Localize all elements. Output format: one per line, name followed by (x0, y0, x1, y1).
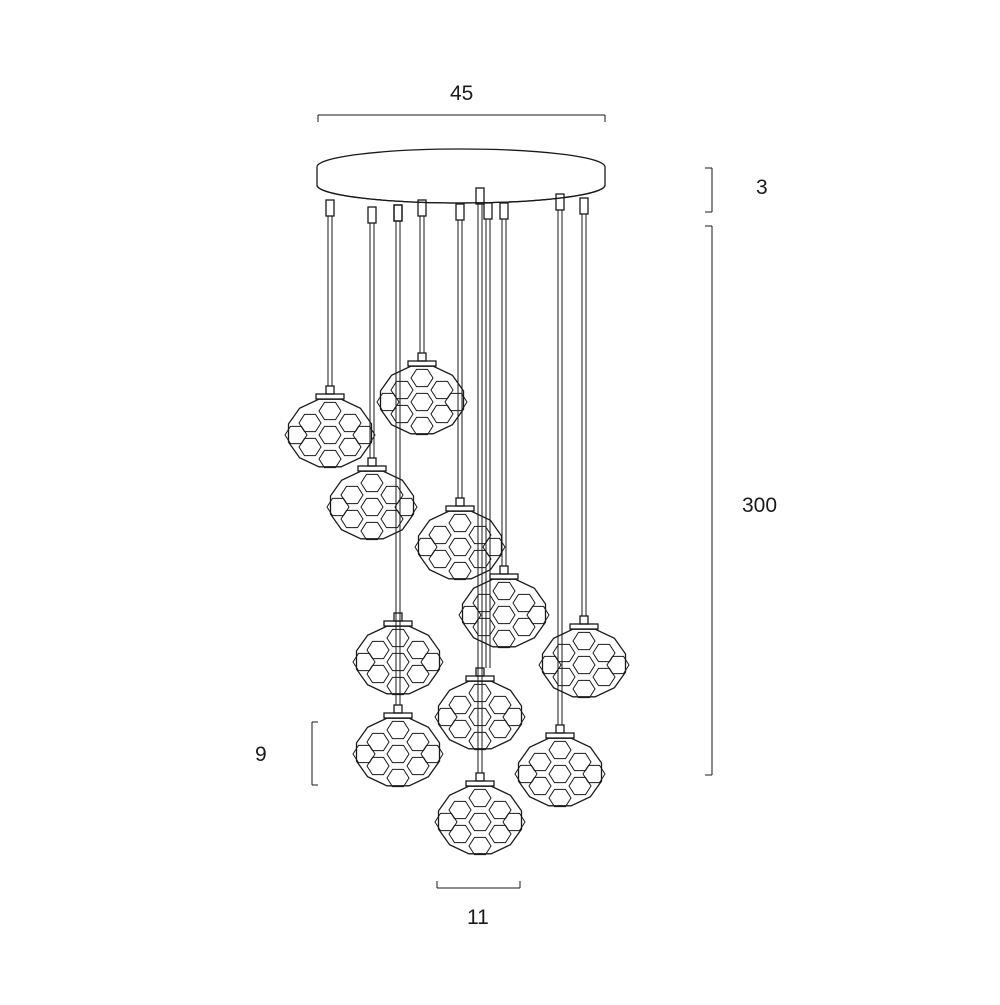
glass-globe-shade (538, 615, 630, 699)
pendant-cord (417, 199, 427, 353)
shade-width-label: 11 (467, 906, 489, 929)
shade-width-bracket (436, 881, 521, 889)
shade-height-label: 9 (255, 743, 267, 766)
glass-globe-shade (352, 612, 444, 696)
glass-globe-shade (434, 667, 526, 751)
pendant-cord (579, 197, 589, 616)
pendant-cord (499, 202, 509, 566)
pendant-cord (393, 204, 403, 705)
drop-length-label: 300 (742, 494, 778, 517)
pendant-group (284, 187, 630, 856)
canopy-height-bracket (705, 167, 713, 213)
glass-globe-shade (434, 772, 526, 856)
width-dimension-bracket (317, 114, 606, 122)
glass-globe-shade (458, 565, 550, 649)
width-label: 45 (450, 82, 474, 105)
glass-globe-shade (352, 704, 444, 788)
pendant-cord (483, 202, 493, 668)
pendant-cord (475, 187, 485, 773)
shade-height-bracket (311, 721, 318, 786)
ceiling-canopy (316, 148, 606, 204)
glass-globe-shade (414, 497, 506, 581)
pendant-cord (325, 199, 335, 386)
glass-globe-shade (376, 352, 468, 436)
pendant-cord (455, 203, 465, 498)
pendant-cord (393, 204, 403, 613)
drop-length-bracket (705, 225, 713, 776)
pendant-cord (555, 193, 565, 725)
canopy-height-label: 3 (756, 176, 768, 199)
glass-globe-shade (326, 457, 418, 541)
glass-globe-shade (514, 724, 606, 808)
pendant-cord (367, 206, 377, 458)
glass-globe-shade (284, 385, 376, 469)
